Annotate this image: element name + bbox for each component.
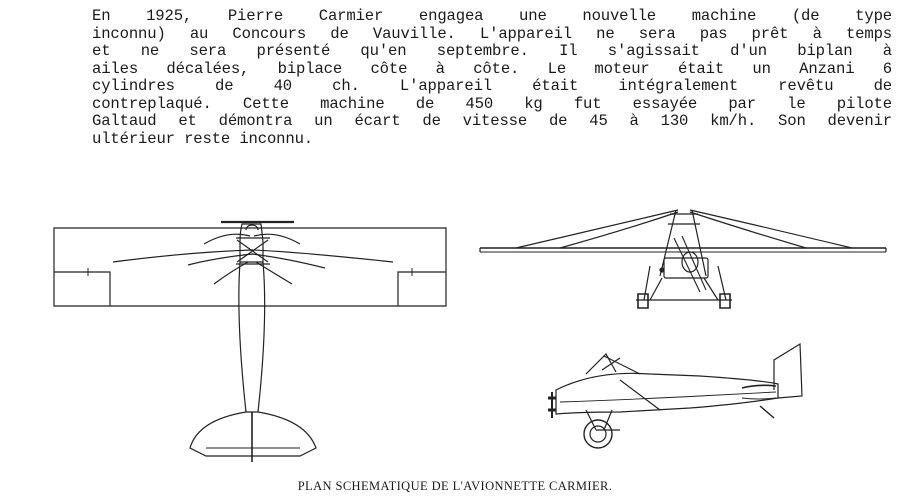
front-view-propeller: [674, 236, 706, 292]
figure-caption: PLAN SCHEMATIQUE DE L'AVIONNETTE CARMIER…: [297, 479, 613, 493]
text-line-7: Galtaud et démontra un écart de vitesse …: [92, 112, 892, 130]
front-view-wheel-right: [720, 294, 730, 308]
front-view-drawing: [480, 210, 886, 308]
front-view-wheel-left: [638, 294, 648, 308]
description-paragraph: En 1925, Pierre Carmier engagea une nouv…: [92, 7, 892, 148]
plan-view-right-aileron: [398, 272, 446, 306]
plan-view-tailplane: [190, 412, 316, 456]
front-view-wire-right: [690, 210, 852, 248]
side-view-fin: [774, 344, 802, 398]
text-line-5: cylindres de 40 ch. L'appareil était int…: [92, 77, 892, 95]
side-view-drawing: [548, 344, 802, 448]
text-line-2: inconnu) au Concours de Vauville. L'appa…: [92, 24, 892, 43]
plan-view-fuselage: [239, 262, 265, 412]
text-line-3: et ne sera présenté qu'en septembre. Il …: [92, 42, 892, 60]
text-line-1: En 1925, Pierre Carmier engagea une nouv…: [92, 7, 892, 25]
text-line-4: ailes décalées, biplace côte à côte. Le …: [92, 59, 892, 78]
front-view-wire-left: [516, 210, 678, 248]
front-view-cabane: [660, 210, 706, 276]
side-view-wheel: [584, 420, 612, 448]
front-view-landing-gear: [644, 266, 726, 300]
plan-view-left-aileron: [54, 272, 110, 306]
text-line-6: contreplaqué. Cette machine de 450 kg fu…: [92, 94, 892, 113]
side-view-cabane: [586, 354, 620, 374]
text-line-8: ultérieur reste inconnu.: [92, 129, 313, 148]
plan-view-drawing: [54, 222, 446, 462]
plan-view-wing: [54, 228, 446, 306]
